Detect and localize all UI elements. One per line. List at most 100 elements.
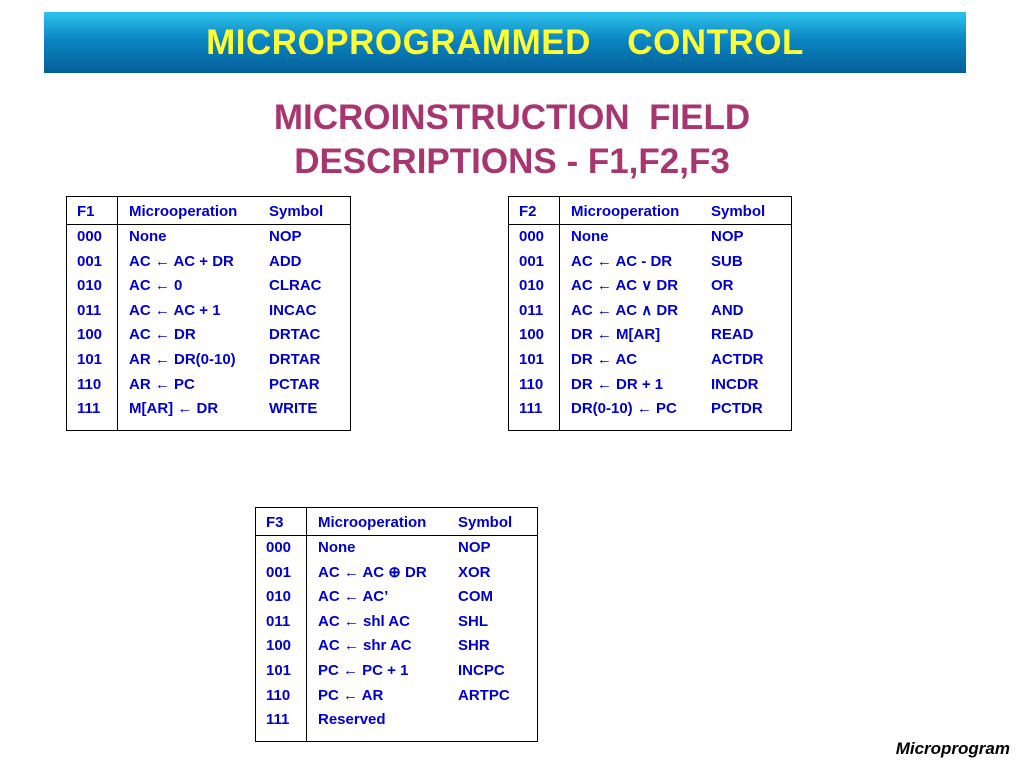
symbol-cell: INCDR: [711, 375, 759, 393]
footer-label: Microprogram: [895, 739, 1010, 758]
symbol-cell: NOP: [711, 228, 744, 245]
field-code: 010: [266, 588, 292, 606]
header-field: F1: [77, 203, 95, 220]
header-symbol: Symbol: [458, 514, 513, 531]
symbol-cell: SHR: [458, 637, 490, 655]
microoperation-cell: AC ← 0: [129, 277, 183, 295]
microoperation-cell: None: [571, 228, 609, 245]
field-code: 000: [519, 228, 545, 245]
microoperation-cell: Reserved: [318, 711, 386, 729]
symbol-cell: CLRAC: [269, 277, 322, 295]
symbol-cell: PCTDR: [711, 400, 763, 418]
table-row: 101 AR ← DR(0-10) DRTAR: [67, 348, 350, 372]
symbol-cell: SHL: [458, 612, 488, 630]
header-microoperation: Microoperation: [318, 514, 427, 531]
symbol-cell: INCPC: [458, 662, 505, 679]
table-row: 011 AC ← AC ∧ DR AND: [509, 299, 791, 323]
field-code: 011: [519, 301, 544, 319]
symbol-cell: PCTAR: [269, 375, 320, 393]
header-symbol: Symbol: [711, 203, 766, 220]
symbol-cell: AND: [711, 301, 744, 319]
field-code: 001: [266, 563, 292, 581]
microoperation-cell: AC ← shr AC: [318, 637, 412, 655]
symbol-cell: INCAC: [269, 301, 317, 319]
symbol-cell: READ: [711, 326, 754, 344]
microoperation-cell: AC ← AC + 1: [129, 301, 221, 319]
table-header-row: F2 Microoperation Symbol: [509, 200, 791, 224]
table-row: 111 Reserved: [256, 708, 537, 732]
microoperation-cell: AC ← AC ∨ DR: [571, 277, 679, 295]
symbol-cell: OR: [711, 277, 734, 295]
table-row: 000 None NOP: [509, 225, 791, 249]
field-code: 100: [266, 637, 292, 655]
field-code: 011: [77, 301, 102, 319]
microoperation-cell: AR ← DR(0-10): [129, 351, 236, 368]
subtitle-line-1: MICROINSTRUCTION FIELD: [273, 98, 751, 137]
title-banner: MICROPROGRAMMED CONTROL: [44, 12, 966, 73]
table-row: 110 DR ← DR + 1 INCDR: [509, 373, 791, 397]
microoperation-cell: None: [318, 539, 356, 556]
microoperation-cell: AC ← AC ⊕ DR: [318, 563, 427, 581]
field-code: 110: [266, 686, 291, 704]
symbol-cell: XOR: [458, 563, 491, 581]
slide-subtitle: MICROINSTRUCTION FIELD DESCRIPTIONS - F1…: [0, 96, 1024, 184]
symbol-cell: WRITE: [269, 400, 318, 418]
microoperation-cell: AC ← AC ∧ DR: [571, 301, 679, 319]
field-code: 110: [77, 375, 102, 393]
field-code: 101: [519, 351, 545, 368]
header-divider: [67, 224, 350, 225]
symbol-cell: DRTAC: [269, 326, 321, 344]
microoperation-cell: AC ← shl AC: [318, 612, 410, 630]
table-row: 100 DR ← M[AR] READ: [509, 323, 791, 347]
field-code: 011: [266, 612, 291, 630]
table-row: 011 AC ← shl AC SHL: [256, 610, 537, 634]
table-row: 000 None NOP: [67, 225, 350, 249]
table-row: 110 AR ← PC PCTAR: [67, 373, 350, 397]
column-divider: [559, 197, 560, 430]
field-code: 101: [77, 351, 103, 368]
microoperation-cell: AR ← PC: [129, 375, 195, 393]
microoperation-cell: AC ← AC + DR: [129, 252, 234, 270]
field-code: 101: [266, 662, 292, 679]
symbol-cell: NOP: [269, 228, 302, 245]
microoperation-cell: None: [129, 228, 167, 245]
slide-title: MICROPROGRAMMED CONTROL: [206, 22, 804, 62]
symbol-cell: DRTAR: [269, 351, 321, 368]
microoperation-cell: DR ← DR + 1: [571, 375, 664, 393]
subtitle-line-2: DESCRIPTIONS - F1,F2,F3: [294, 142, 730, 181]
column-divider: [117, 197, 118, 430]
table-header-row: F1 Microoperation Symbol: [67, 200, 350, 224]
header-microoperation: Microoperation: [571, 203, 680, 220]
field-code: 111: [266, 711, 290, 729]
field-code: 000: [77, 228, 103, 245]
field-code: 100: [77, 326, 103, 344]
microoperation-cell: AC ← DR: [129, 326, 196, 344]
field-code: 010: [519, 277, 545, 295]
symbol-cell: COM: [458, 588, 493, 606]
header-microoperation: Microoperation: [129, 203, 238, 220]
field-code: 000: [266, 539, 292, 556]
microoperation-cell: DR ← M[AR]: [571, 326, 661, 344]
field-code: 110: [519, 375, 544, 393]
field-code: 100: [519, 326, 545, 344]
microoperation-cell: DR(0-10) ← PC: [571, 400, 677, 418]
table-row: 001 AC ← AC ⊕ DR XOR: [256, 561, 537, 585]
microoperation-cell: DR ← AC: [571, 351, 638, 368]
header-field: F3: [266, 514, 284, 531]
table-header-row: F3 Microoperation Symbol: [256, 511, 537, 535]
symbol-cell: ARTPC: [458, 686, 510, 704]
table-row: 011 AC ← AC + 1 INCAC: [67, 299, 350, 323]
header-divider: [509, 224, 791, 225]
symbol-cell: ADD: [269, 252, 302, 270]
